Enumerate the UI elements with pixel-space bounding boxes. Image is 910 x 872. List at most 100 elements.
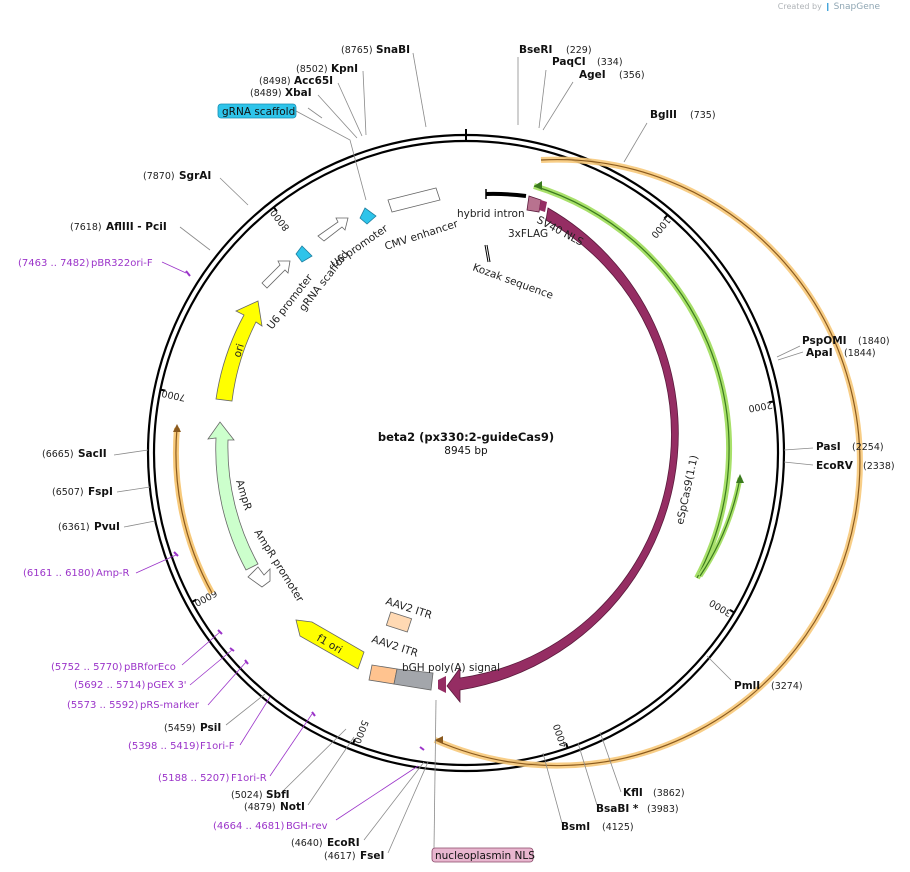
site-ecori-name: EcoRI xyxy=(327,837,360,849)
cmv-enhancer-label: CMV enhancer xyxy=(383,218,460,253)
site-pmli-name: PmlI xyxy=(734,680,760,692)
site-bseri-name: BseRI xyxy=(519,44,552,56)
site-acc65i-name: Acc65I xyxy=(294,75,333,87)
ampr-promoter-feature xyxy=(247,566,271,588)
grna-scaffold-2 xyxy=(359,207,377,225)
primer-bghrev-range: (4664 .. 4681) xyxy=(213,821,285,832)
green-line-1 xyxy=(533,185,730,579)
site-noti-pos: (4879) xyxy=(244,802,276,813)
site-ecorv-name: EcoRV xyxy=(816,460,854,472)
orf-line-outer xyxy=(434,158,861,767)
cmv-enhancer-feature xyxy=(387,187,441,213)
site-apai-name: ApaI xyxy=(806,347,833,359)
site-xbai-name: XbaI xyxy=(285,87,312,99)
site-noti-name: NotI xyxy=(280,801,305,813)
site-agei-name: AgeI xyxy=(579,69,606,81)
nucleoplasmin-nls-box xyxy=(431,847,534,863)
site-kpni-pos: (8502) xyxy=(296,64,328,75)
primer-pbrforeco-range: (5752 .. 5770) xyxy=(51,662,123,673)
primer-binding-marks xyxy=(173,270,425,751)
grna-box-leader xyxy=(307,107,323,119)
orf-arrowhead xyxy=(435,736,443,744)
bgh-polya-label: bGH poly(A) signal xyxy=(402,662,500,674)
primer-pbr322ori-range: (7463 .. 7482) xyxy=(18,258,90,269)
tick-mark-5000 xyxy=(352,738,356,745)
primer-pgex3-name: pGEX 3' xyxy=(147,680,187,691)
aav2-itr-1 xyxy=(385,611,413,633)
site-kpni-name: KpnI xyxy=(331,63,358,75)
3xflag-label: 3xFLAG xyxy=(508,228,548,240)
hybrid-intron-feature xyxy=(485,191,527,198)
primer-f1orif-name: F1ori-F xyxy=(200,741,235,752)
site-bglii-name: BglII xyxy=(650,109,677,121)
kozak-leader-b xyxy=(484,244,489,263)
tick-label-1000: 1000 xyxy=(648,214,672,240)
primer-prsmarker-name: pRS-marker xyxy=(140,700,200,711)
primer-f1orir-range: (5188 .. 5207) xyxy=(158,773,230,784)
ampr-orf-line xyxy=(175,427,213,594)
tick-label-6000: 6000 xyxy=(192,587,219,608)
site-fspi-name: FspI xyxy=(88,486,113,498)
hybrid-intron-label: hybrid intron xyxy=(457,208,525,220)
site-apai-pos: (1844) xyxy=(844,348,876,359)
site-afliii-pos: (7618) xyxy=(70,222,102,233)
site-pspomi-pos: (1840) xyxy=(858,336,890,347)
backbone-inner-strand xyxy=(152,139,780,767)
site-bsmi-name: BsmI xyxy=(561,821,590,833)
green-line-2 xyxy=(699,477,741,577)
grna-scaffold-box-label: gRNA scaffold xyxy=(222,106,295,118)
site-afliii-name: AflIII - PciI xyxy=(106,221,167,233)
primer-ampr-name: Amp-R xyxy=(96,568,130,579)
branding-name: SnapGene xyxy=(833,2,880,12)
tick-label-2000: 2000 xyxy=(747,399,773,414)
sv40-nls-feature xyxy=(526,195,542,213)
tick-mark-7000 xyxy=(160,388,166,392)
aav2-itr-2 xyxy=(368,664,398,685)
site-fsei-pos: (4617) xyxy=(324,851,356,862)
site-ecorv-pos: (2338) xyxy=(863,461,895,472)
tick-mark-1000 xyxy=(663,214,669,220)
site-psii-pos: (5459) xyxy=(164,723,196,734)
tick-mark-3000 xyxy=(729,609,735,614)
aav2-itr-2-label: AAV2 ITR xyxy=(370,633,419,659)
site-bsabi-pos: (3983) xyxy=(647,804,679,815)
site-bseri-pos: (229) xyxy=(566,45,592,56)
3xflag-feature xyxy=(539,200,547,212)
ampr-feature xyxy=(207,421,259,571)
tick-label-7000: 7000 xyxy=(161,387,187,403)
site-fsei-name: FseI xyxy=(360,850,384,862)
site-bsmi-pos: (4125) xyxy=(602,822,634,833)
primer-pgex3-range: (5692 .. 5714) xyxy=(74,680,146,691)
primer-pbrforeco-name: pBRforEco xyxy=(124,662,176,673)
site-kfli-pos: (3862) xyxy=(653,788,685,799)
tick-label-3000: 3000 xyxy=(708,597,734,619)
tick-label-5000: 5000 xyxy=(351,718,370,745)
site-sbfi-name: SbfI xyxy=(266,789,290,801)
snapgene-drop-icon: ❙ xyxy=(824,2,832,11)
site-snabi-pos: (8765) xyxy=(341,45,373,56)
plasmid-size: 8945 bp xyxy=(444,445,488,457)
tick-mark-2000 xyxy=(768,400,774,404)
primer-bghrev-name: BGH-rev xyxy=(286,821,328,832)
green-arrowhead-1 xyxy=(534,181,542,190)
site-sbfi-pos: (5024) xyxy=(231,790,263,801)
site-sacii-name: SacII xyxy=(78,448,107,460)
bgh-polya-feature xyxy=(393,668,434,691)
f1-ori-feature xyxy=(295,619,365,670)
primer-pbr322ori-name: pBR322ori-F xyxy=(91,258,153,269)
grna-scaffold-box xyxy=(217,103,297,119)
site-kfli-name: KflI xyxy=(623,787,643,799)
site-agei-pos: (356) xyxy=(619,70,645,81)
snapgene-branding: Created by ❙ SnapGene xyxy=(778,2,880,12)
primer-f1orir-name: F1ori-R xyxy=(231,773,267,784)
site-pvui-name: PvuI xyxy=(94,521,120,533)
espcas9-junctions xyxy=(596,564,683,652)
site-sgrai-pos: (7870) xyxy=(143,171,175,182)
tick-mark-6000 xyxy=(191,598,197,603)
ampr-label: AmpR xyxy=(233,478,254,512)
espcas9-feature xyxy=(446,207,679,704)
site-pasi-pos: (2254) xyxy=(852,442,884,453)
nucleoplasmin-nls-box-label: nucleoplasmin NLS xyxy=(435,850,535,862)
site-pmli-pos: (3274) xyxy=(771,681,803,692)
ori-feature xyxy=(215,300,263,402)
